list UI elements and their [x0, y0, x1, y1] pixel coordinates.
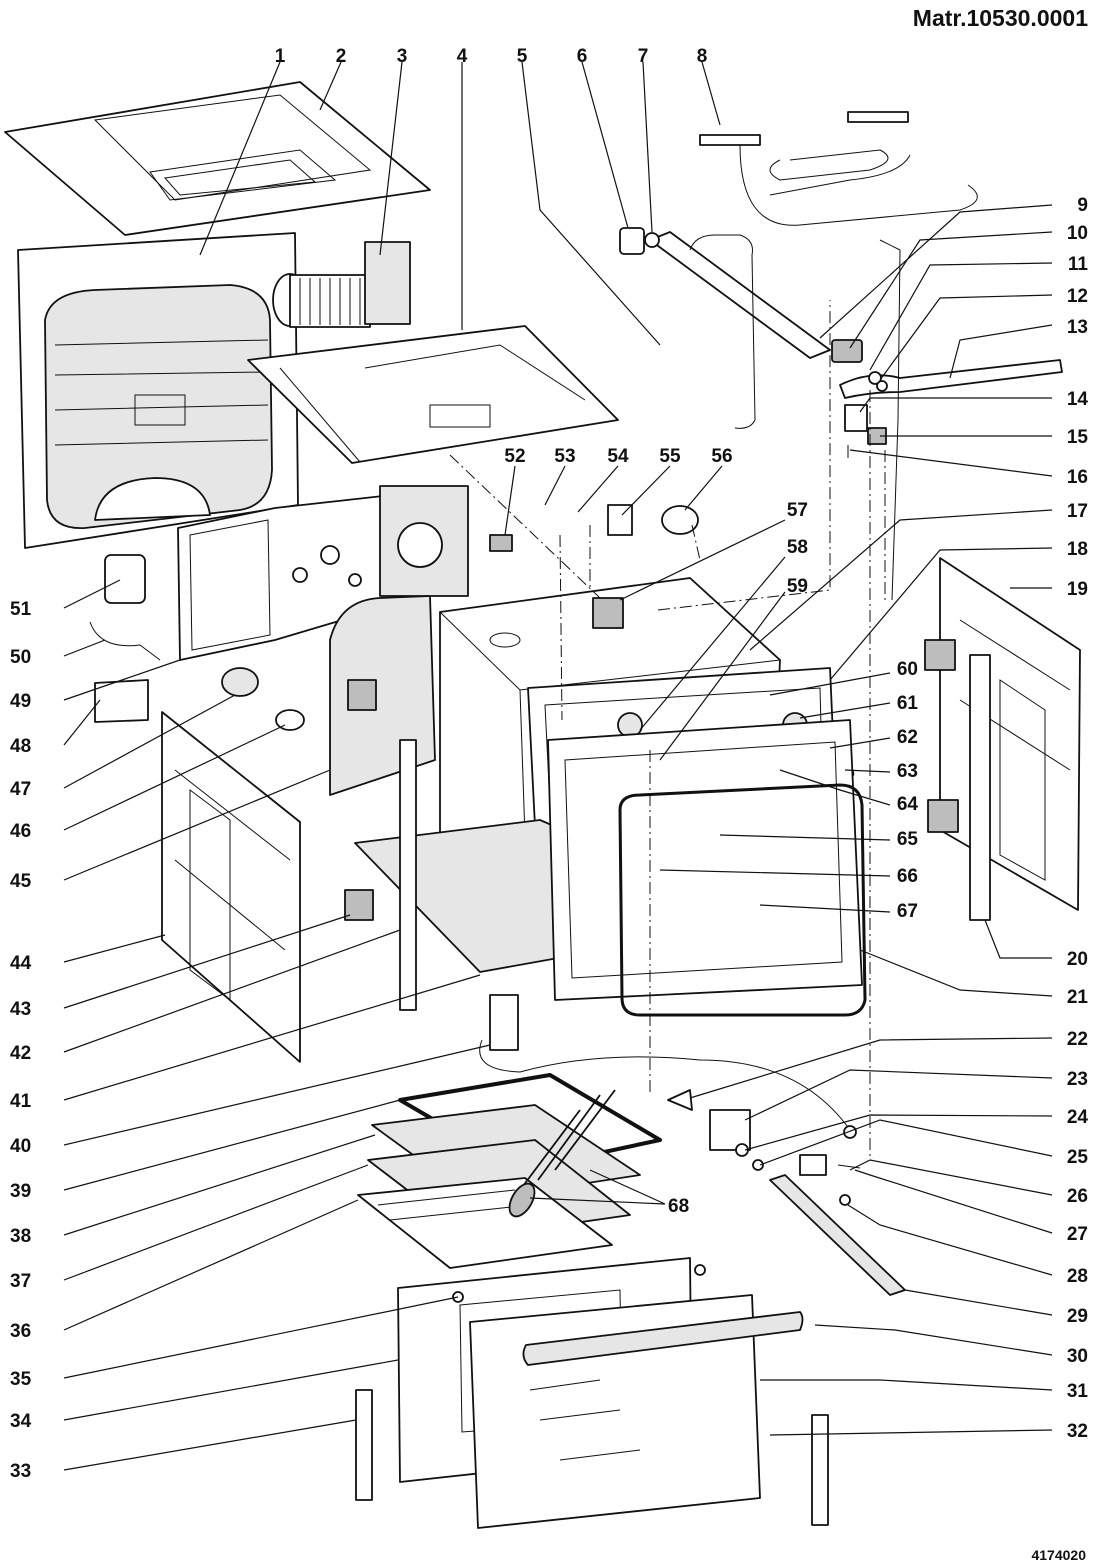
callout-58: 58 — [787, 537, 808, 558]
callout-47: 47 — [10, 779, 31, 800]
callout-10: 10 — [1067, 223, 1088, 244]
callout-22: 22 — [1067, 1029, 1088, 1050]
callout-34: 34 — [10, 1411, 32, 1432]
callout-37: 37 — [10, 1271, 31, 1292]
callout-1: 1 — [275, 46, 286, 67]
callout-30: 30 — [1067, 1346, 1088, 1367]
right-side-panel — [939, 557, 1081, 911]
callout-48: 48 — [10, 736, 31, 757]
callout-16: 16 — [1067, 467, 1088, 488]
callout-3: 3 — [397, 46, 408, 67]
door-frame — [547, 719, 863, 1001]
callout-21: 21 — [1067, 987, 1089, 1008]
callout-39: 39 — [10, 1181, 31, 1202]
callout-35: 35 — [10, 1369, 32, 1390]
leader-lines — [63, 61, 1053, 1471]
callout-67: 67 — [897, 901, 918, 922]
grill-element — [699, 111, 978, 226]
drawing-code: 4174020 — [1031, 1547, 1086, 1563]
callout-24: 24 — [1067, 1107, 1089, 1128]
callout-25: 25 — [1067, 1147, 1089, 1168]
callout-57: 57 — [787, 500, 808, 521]
callout-6: 6 — [577, 46, 588, 67]
callout-54: 54 — [607, 446, 629, 467]
callout-62: 62 — [897, 727, 918, 748]
callout-11: 11 — [1068, 254, 1089, 275]
callout-60: 60 — [897, 659, 918, 680]
callout-26: 26 — [1067, 1186, 1088, 1207]
callout-7: 7 — [638, 46, 649, 67]
callout-23: 23 — [1067, 1069, 1088, 1090]
callout-50: 50 — [10, 647, 31, 668]
callout-56: 56 — [711, 446, 732, 467]
callout-18: 18 — [1067, 539, 1088, 560]
callout-55: 55 — [659, 446, 681, 467]
callout-12: 12 — [1067, 286, 1088, 307]
callout-40: 40 — [10, 1136, 31, 1157]
drawing-title: Matr.10530.0001 — [913, 5, 1088, 31]
callout-41: 41 — [10, 1091, 32, 1112]
callout-44: 44 — [10, 953, 32, 974]
cavity-top-plate — [247, 325, 619, 464]
callout-4: 4 — [457, 46, 468, 67]
assembly-guide-lines — [449, 300, 886, 1160]
callout-29: 29 — [1067, 1306, 1088, 1327]
callout-19: 19 — [1067, 579, 1088, 600]
callout-64: 64 — [897, 794, 919, 815]
callout-9: 9 — [1077, 195, 1088, 216]
callout-42: 42 — [10, 1043, 31, 1064]
callout-52: 52 — [504, 446, 525, 467]
door-handle — [522, 1311, 804, 1366]
callout-32: 32 — [1067, 1421, 1088, 1442]
callout-51: 51 — [10, 599, 32, 620]
oven-burner — [769, 1174, 906, 1296]
callout-27: 27 — [1067, 1224, 1088, 1245]
top-cover-panel — [4, 81, 431, 236]
callout-8: 8 — [697, 46, 708, 67]
callout-20: 20 — [1067, 949, 1088, 970]
callout-14: 14 — [1067, 389, 1089, 410]
callout-68: 68 — [668, 1196, 689, 1217]
callout-15: 15 — [1067, 427, 1089, 448]
part-number-labels: 1 2 3 4 5 6 7 8 9 10 11 12 13 14 15 16 1… — [10, 46, 1088, 1482]
callout-13: 13 — [1067, 317, 1088, 338]
callout-49: 49 — [10, 691, 31, 712]
callout-38: 38 — [10, 1226, 31, 1247]
callout-63: 63 — [897, 761, 918, 782]
callout-31: 31 — [1067, 1381, 1089, 1402]
callout-61: 61 — [897, 693, 919, 714]
callout-65: 65 — [897, 829, 919, 850]
callout-45: 45 — [10, 871, 32, 892]
callout-66: 66 — [897, 866, 918, 887]
callout-2: 2 — [336, 46, 347, 67]
callout-59: 59 — [787, 576, 808, 597]
callout-28: 28 — [1067, 1266, 1088, 1287]
callout-33: 33 — [10, 1461, 31, 1482]
callout-53: 53 — [554, 446, 575, 467]
left-side-panel — [161, 711, 301, 1063]
callout-36: 36 — [10, 1321, 31, 1342]
callout-46: 46 — [10, 821, 31, 842]
callout-5: 5 — [517, 46, 528, 67]
callout-43: 43 — [10, 999, 31, 1020]
callout-17: 17 — [1067, 501, 1088, 522]
parts-artwork — [4, 81, 1081, 1529]
